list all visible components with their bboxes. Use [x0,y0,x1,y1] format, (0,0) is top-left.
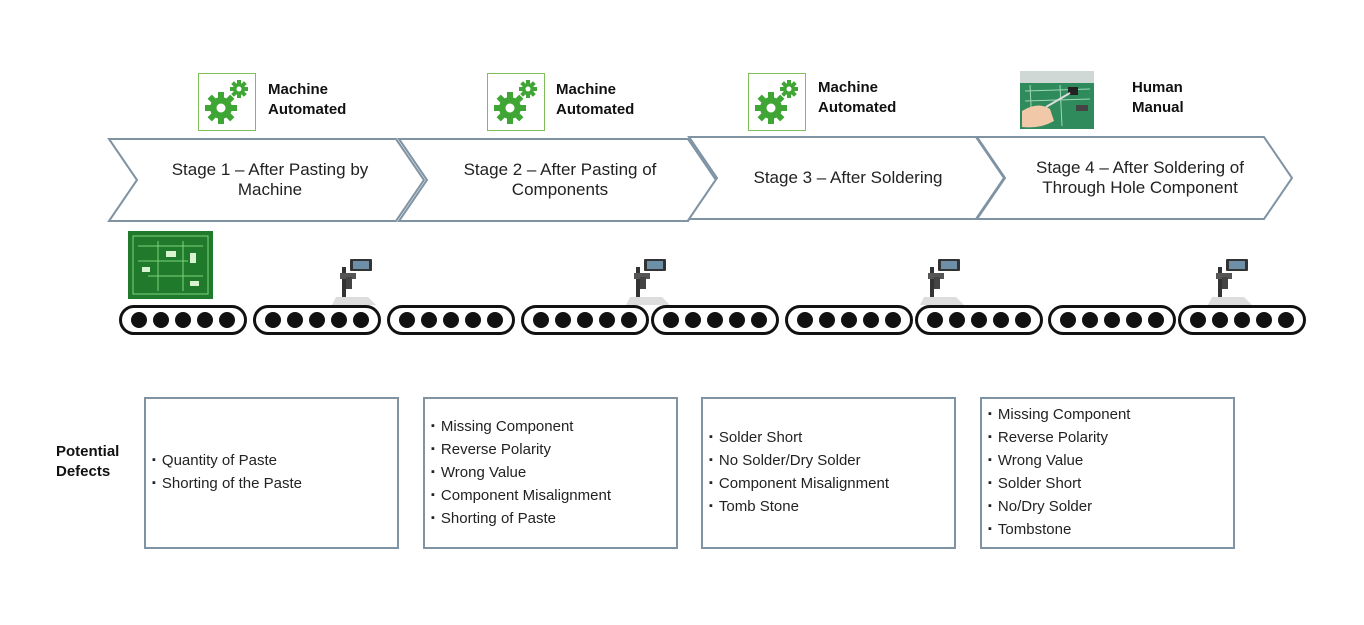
defect-item: Solder Short [988,473,1233,496]
defect-item: Solder Short [709,427,954,450]
potential-defects-line-1: Potential [56,443,120,460]
stage-4-type-line-1: Human [1132,79,1183,96]
stage-2-type-line-1: Machine [556,81,617,98]
defect-item: Quantity of Paste [152,450,397,473]
gear-icon [487,73,545,131]
stage-4-title: Stage 4 – After Soldering of Through Hol… [1036,158,1244,197]
microscope-icon [920,259,964,305]
conveyor-segment [1048,305,1176,335]
stage-1-title: Stage 1 – After Pasting by Machine [171,160,369,199]
defect-item: No Solder/Dry Solder [709,450,954,473]
stage-1-type-line-2: Automated [268,101,347,118]
stage-2-defects-box: Missing Component Reverse Polarity Wrong… [423,397,678,549]
stage-2-type-line-2: Automated [556,101,635,118]
microscope-icon [332,259,376,305]
potential-defects-line-2: Defects [56,463,111,480]
stage-2-type-label: Machine Automated [556,80,634,120]
stage-1-defects-box: Quantity of Paste Shorting of the Paste [144,397,399,549]
stage-3-defects-box: Solder Short No Solder/Dry Solder Compon… [701,397,956,549]
defect-item: Tomb Stone [709,496,954,519]
conveyor-segment [785,305,913,335]
defect-item: Tombstone [988,519,1233,542]
stage-3-type-line-2: Automated [818,99,897,116]
gear-icon [198,73,256,131]
defect-item: Component Misalignment [431,485,676,508]
stage-2-title: Stage 2 – After Pasting of Components [463,160,657,199]
defect-item: Component Misalignment [709,473,954,496]
potential-defects-label: Potential Defects [56,442,119,482]
stage-4-defects-box: Missing Component Reverse Polarity Wrong… [980,397,1235,549]
hand-soldering-photo [1020,71,1094,129]
stage-4-type-label: Human Manual [1132,78,1184,118]
conveyor-segment [521,305,649,335]
gear-icon [748,73,806,131]
defect-item: Shorting of Paste [431,508,676,531]
defect-item: Missing Component [988,404,1233,427]
defect-item: No/Dry Solder [988,496,1233,519]
stage-4-type-line-2: Manual [1132,99,1184,116]
defect-item: Missing Component [431,416,676,439]
conveyor-segment [651,305,779,335]
stage-3-type-label: Machine Automated [818,78,896,118]
stage-1-type-label: Machine Automated [268,80,346,120]
stage-1-chevron [107,138,426,222]
microscope-icon [1208,259,1252,305]
defect-item: Wrong Value [988,450,1233,473]
defect-item: Shorting of the Paste [152,473,397,496]
microscope-icon [626,259,670,305]
conveyor-segment [1178,305,1306,335]
stage-3-type-line-1: Machine [818,79,879,96]
stage-2-chevron [397,138,718,222]
conveyor-segment [915,305,1043,335]
stage-4-chevron [975,136,1294,220]
conveyor-segment [119,305,247,335]
defect-item: Reverse Polarity [988,427,1233,450]
conveyor-segment [387,305,515,335]
defect-item: Wrong Value [431,462,676,485]
defect-item: Reverse Polarity [431,439,676,462]
conveyor-segment [253,305,381,335]
stage-3-title: Stage 3 – After Soldering [753,168,943,187]
pcb-board-image [128,231,213,299]
stage-1-type-line-1: Machine [268,81,329,98]
